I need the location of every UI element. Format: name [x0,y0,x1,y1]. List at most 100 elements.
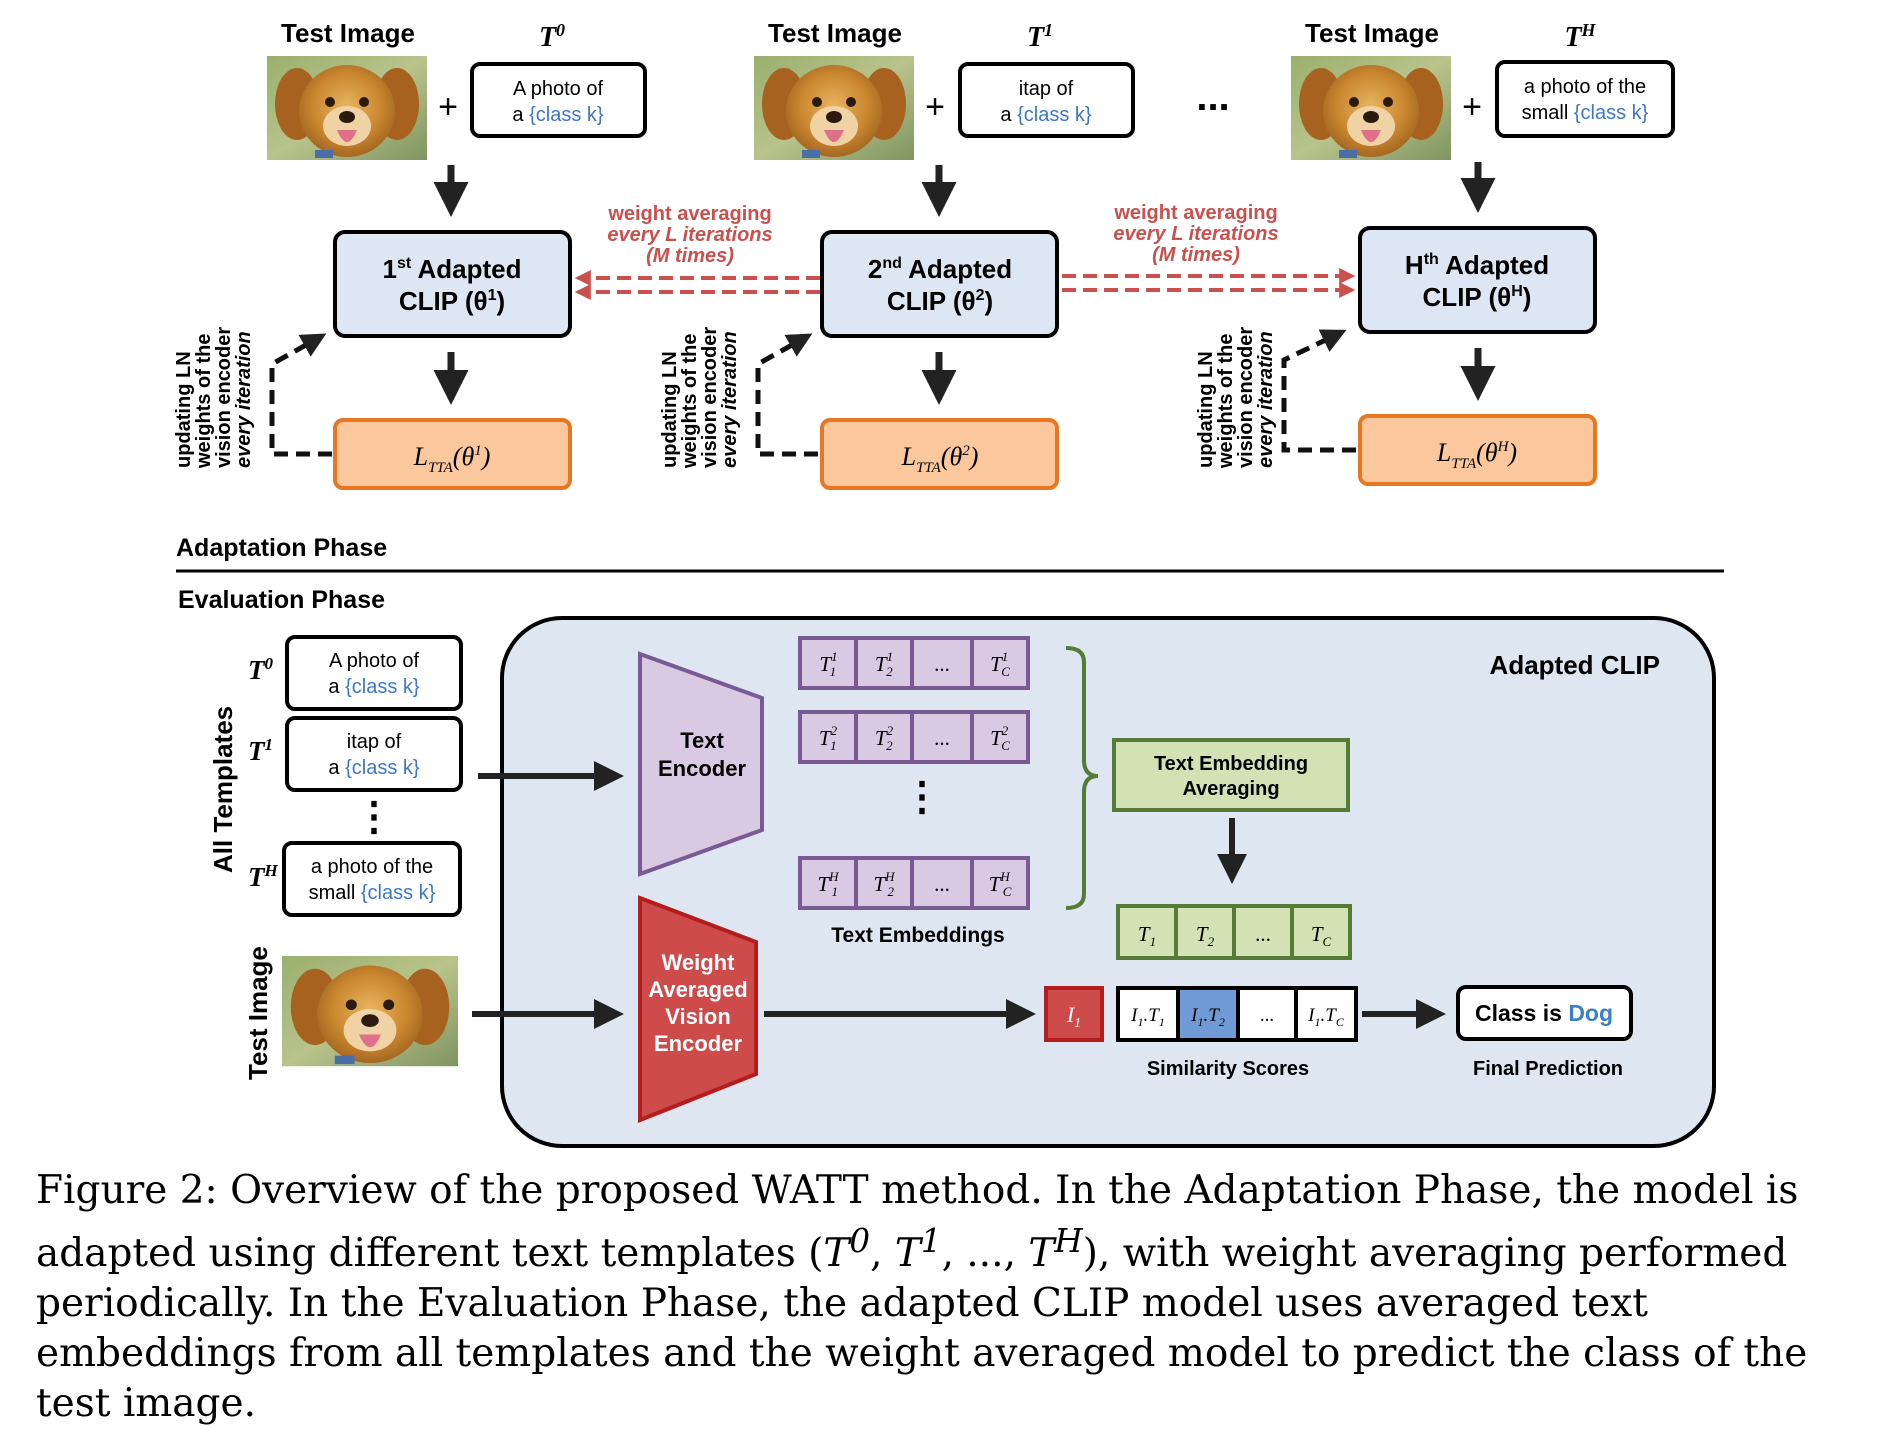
loss-formula: LTTA(θ2) [901,442,979,476]
svg-text:Averaging: Averaging [1182,778,1279,800]
averaged-text-embeddings: T1 T2... TC [1116,904,1352,960]
svg-text:Encoder: Encoder [654,1031,742,1056]
svg-text:Averaged: Averaged [648,977,747,1002]
model-params: CLIP (θ1) [399,286,505,316]
weight-averaging-link-2-h: weight averaging every L iterations (M t… [1062,202,1356,298]
cell-label: ... [1255,922,1271,946]
cell-label: T2 [1196,922,1215,949]
svg-text:a photo of the: a photo of the [311,856,433,878]
svg-text:a {class k}: a {class k} [328,676,419,698]
template-symbol: TH [248,861,279,892]
similarity-score-cell [1294,986,1358,1042]
eval-template-0: T0 A photo of a {class k} [248,635,463,711]
template-box [958,62,1135,138]
svg-text:a {class k}: a {class k} [328,757,419,779]
template-symbol: T0 [539,20,565,53]
cell-label: ... [934,652,950,676]
svg-text:vision encoder: vision encoder [699,327,721,468]
svg-text:Vision: Vision [665,1004,731,1029]
ln-update-label: updating LN weights of the vision encode… [173,327,255,469]
svg-text:I1: I1 [1066,1002,1081,1031]
dog-test-image [1291,56,1451,160]
adapted-clip-model-2 [820,230,1059,338]
similarity-scores-label: Similarity Scores [1147,1058,1309,1080]
similarity-score-label: I1.TC [1307,1005,1345,1029]
ln-update-label: updating LN weights of the vision encode… [1195,327,1277,469]
cell-label: ... [934,872,950,896]
similarity-score-cell [1116,986,1180,1042]
ln-update-arrow [1281,329,1356,453]
text-embedding-averaging [1112,738,1350,812]
template-box [285,716,463,792]
weight-avg-label: weight averaging [1113,202,1277,224]
template-symbol: T1 [248,735,273,766]
svg-text:updating LN: updating LN [1195,351,1217,468]
plus-sign: + [438,88,458,126]
text-embedding-cell [854,636,914,690]
svg-text:updating LN: updating LN [173,351,195,468]
svg-text:Text: Text [680,728,724,753]
adapted-clip-label: Adapted CLIP [1490,650,1660,680]
embedding-brace [1065,646,1099,910]
svg-text:(M times): (M times) [646,245,734,267]
final-prediction-text: Class is Dog [1475,1000,1613,1026]
svg-text:weights of the: weights of the [679,334,701,469]
eval-test-image-label: Test Image [243,946,273,1080]
template-line2: a {class k} [1000,104,1091,126]
svg-text:every iteration: every iteration [1255,331,1277,468]
plus-sign: + [1462,88,1482,126]
adaptation-column-2: Test Image + T1 itap of a {class k} 2nd … [659,18,1135,490]
svg-text:Encoder: Encoder [658,756,746,781]
text-embedding-cell [910,710,974,764]
text-embedding-cell [970,856,1030,910]
svg-text:small {class k}: small {class k} [309,882,436,904]
adaptation-column-1: Test Image + T0 A photo of a {class k} 1… [173,18,647,490]
cell-label: T1 [1138,922,1156,949]
text-embedding-cell [970,710,1030,764]
ln-update-arrow [269,333,332,457]
model-params: CLIP (θH) [1423,282,1532,312]
similarity-score-label: I1.T1 [1130,1005,1165,1029]
svg-text:itap of: itap of [347,731,402,753]
svg-text:updating LN: updating LN [659,351,681,468]
template-symbol: T1 [1027,20,1053,53]
svg-text:(M times): (M times) [1152,244,1240,266]
weight-averaging-link-1-2: weight averaging every L iterations (M t… [574,203,820,300]
dog-test-image [267,56,427,160]
all-templates-label: All Templates [208,706,238,873]
adaptation-phase-label: Adaptation Phase [176,534,387,562]
svg-text:vision encoder: vision encoder [213,327,235,468]
svg-text:every iteration: every iteration [233,331,255,468]
figure-caption: Figure 2: Overview of the proposed WATT … [36,1168,1808,1426]
eval-template-1: T1 itap of a {class k} [248,716,463,792]
final-prediction-label: Final Prediction [1473,1058,1623,1080]
template-line1: A photo of [513,78,604,100]
template-box [470,62,647,138]
svg-text:every L iterations: every L iterations [1113,223,1278,245]
text-embedding-cell [910,856,974,910]
test-image-label: Test Image [1305,18,1439,48]
ln-update-arrow [755,333,818,457]
svg-text:All Templates: All Templates [208,706,238,873]
template-line2: small {class k} [1522,102,1649,124]
dog-test-image [754,56,914,160]
svg-text:weights of the: weights of the [193,334,215,469]
template-line1: a photo of the [1524,76,1646,98]
text-embeddings-label: Text Embeddings [831,924,1004,947]
text-embedding-cell [970,636,1030,690]
watt-overview-diagram: Test Image + T0 A photo of a {class k} 1… [173,18,1724,1148]
adapted-clip-model-1 [333,230,572,338]
adaptation-column-h: Test Image + TH a photo of the small {cl… [1195,18,1675,486]
cell-label: TC [1311,922,1332,949]
template-line2: a {class k} [512,104,603,126]
final-prediction-box [1456,985,1633,1041]
svg-text:A photo of: A photo of [329,650,420,672]
